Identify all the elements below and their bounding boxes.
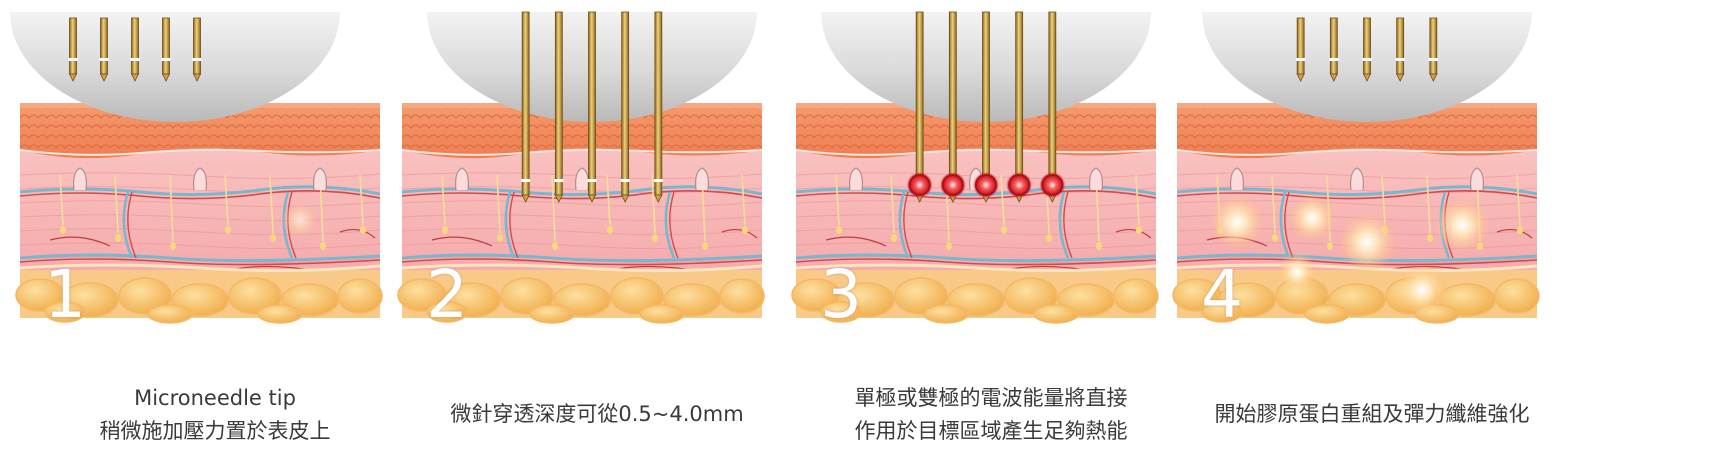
step-number: 1 (44, 256, 86, 333)
microneedle-icon (587, 11, 597, 203)
step-number: 3 (820, 256, 862, 333)
step-caption: 單極或雙極的電波能量將直接作用於目標區域產生足夠熱能 (796, 382, 1186, 448)
step-panel-3: 3 單極或雙極的電波能量將直接作用於目標區域產生足夠熱能 (791, 0, 1186, 457)
microneedle-icon (620, 11, 630, 203)
microneedle-icon (653, 11, 663, 203)
microneedle-icon (1362, 17, 1372, 82)
microneedle-icon (68, 17, 78, 82)
caption-line: 單極或雙極的電波能量將直接 (854, 386, 1128, 410)
skin-cross-section (791, 103, 1159, 324)
caption-line: 作用於目標區域產生足夠熱能 (854, 419, 1128, 443)
step-panel-4: 4 開始膠原蛋白重組及彈力纖維強化 (1172, 0, 1567, 457)
microneedle-icon (521, 11, 531, 203)
skin-cross-section (397, 103, 765, 324)
collagen-glow-icon (1337, 212, 1397, 272)
collagen-glow-icon (1209, 194, 1265, 250)
collagen-glow-icon (1434, 197, 1490, 253)
collagen-glow-icon (282, 202, 318, 238)
applicator-head-icon (10, 12, 340, 122)
caption-line: Microneedle tip (134, 386, 296, 410)
microneedle-icon (99, 17, 109, 82)
step-number: 4 (1201, 256, 1243, 333)
microneedle-icon (192, 17, 202, 82)
step-illustration (791, 11, 1159, 324)
step-number: 2 (426, 256, 468, 333)
step-caption: Microneedle tip 稍微施加壓力置於表皮上 (20, 382, 410, 448)
collagen-glow-icon (1277, 252, 1317, 292)
step-panel-2: 2 微針穿透深度可從0.5~4.0mm (397, 0, 792, 457)
caption-line: 稍微施加壓力置於表皮上 (99, 419, 331, 443)
microneedle-icon (1329, 17, 1339, 82)
microneedle-icon (130, 17, 140, 82)
caption-line: 開始膠原蛋白重組及彈力纖維強化 (1214, 402, 1530, 426)
step-caption: 微針穿透深度可從0.5~4.0mm (402, 398, 792, 431)
microneedle-icon (1296, 17, 1306, 82)
step-illustration (10, 12, 383, 324)
step-caption: 開始膠原蛋白重組及彈力纖維強化 (1177, 398, 1567, 431)
microneedle-icon (554, 11, 564, 203)
step-illustration (397, 11, 765, 324)
collagen-glow-icon (1288, 194, 1336, 242)
microneedle-icon (1428, 17, 1438, 82)
collagen-glow-icon (1396, 264, 1448, 316)
caption-line: 微針穿透深度可從0.5~4.0mm (450, 402, 744, 426)
step-illustration (1172, 12, 1540, 324)
microneedle-icon (161, 17, 171, 82)
skin-cross-section (15, 103, 383, 324)
microneedle-icon (1395, 17, 1405, 82)
